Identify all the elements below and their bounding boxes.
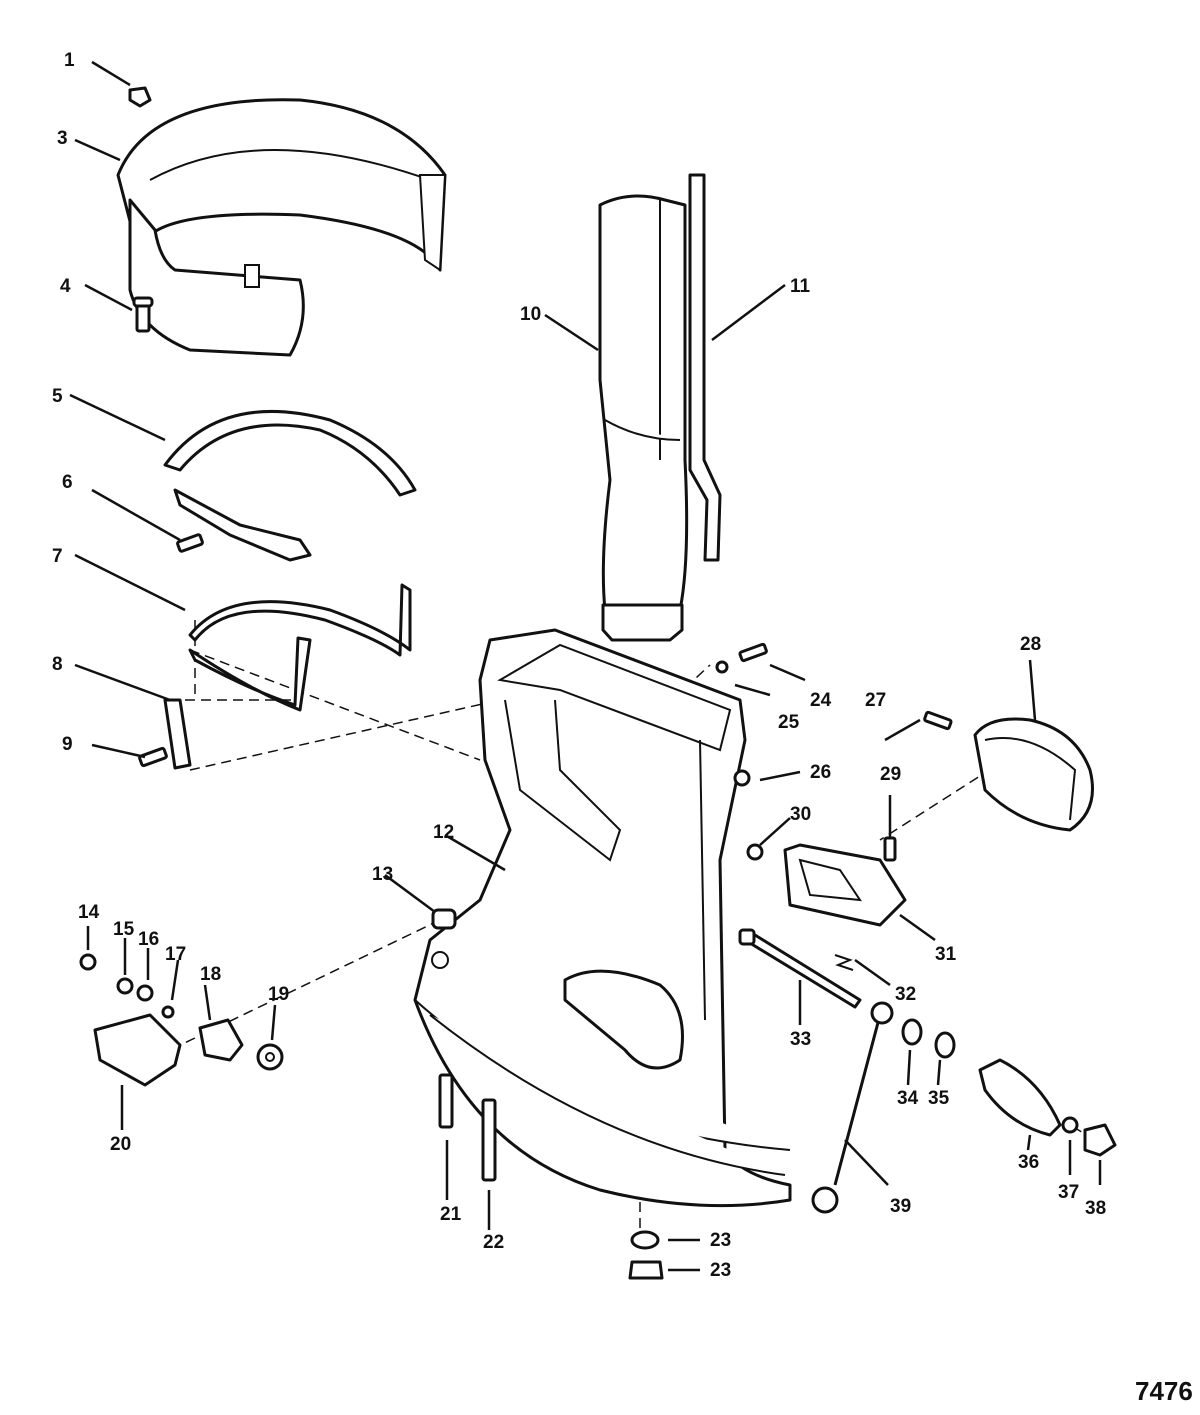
callout-4: 21 — [440, 1204, 462, 1225]
part-33-trim-cover — [783, 843, 907, 927]
callout-16: 25 — [778, 712, 800, 733]
callout-5: 22 — [483, 1232, 504, 1253]
callout-19: 1 — [64, 50, 75, 71]
part-20-seal — [188, 583, 412, 712]
part-18-screw — [132, 296, 154, 333]
part-35-spring — [834, 954, 854, 971]
part-34-screw — [883, 836, 897, 862]
callout-11: 16 — [138, 929, 159, 950]
part-19-nut — [128, 86, 152, 108]
callout-10: 17 — [165, 944, 186, 965]
part-11-nut — [136, 984, 154, 1002]
callout-25: 11 — [790, 276, 811, 297]
callout-22: 8 — [52, 654, 63, 675]
part-25-shift-rod — [688, 173, 722, 562]
part-3-plug — [431, 908, 457, 930]
part-15-screw — [738, 642, 768, 663]
callout-23-lower: 9 — [62, 734, 73, 755]
part-4-stud — [438, 1073, 454, 1129]
part-23-screw-lower — [138, 746, 168, 768]
callout-28: 33 — [790, 1029, 811, 1050]
callout-18: 4 — [60, 276, 71, 297]
part-16-washer — [715, 660, 729, 674]
callout-29: 34 — [897, 1088, 919, 1109]
callout-6: 23 — [710, 1230, 731, 1251]
callout-36: 28 — [1020, 634, 1041, 655]
part-5-stud — [481, 1098, 497, 1182]
part-26-nut — [733, 769, 751, 787]
part-10-washer — [161, 1005, 175, 1019]
callout-34: 29 — [880, 764, 901, 785]
callout-24: 10 — [520, 304, 541, 325]
leader-lines — [69, 60, 1102, 1272]
callout-21: 5 — [52, 386, 63, 407]
part-37-screw — [923, 710, 953, 731]
callout-7: 23 — [710, 1260, 731, 1281]
callout-33: 31 — [935, 944, 957, 965]
part-39-ground-strap — [811, 1001, 894, 1214]
callout-17: 3 — [57, 128, 68, 149]
part-29-washer — [901, 1018, 923, 1046]
part-7-nut — [628, 1260, 664, 1280]
part-13-nut — [79, 953, 97, 971]
callout-14: 20 — [110, 1134, 131, 1155]
part-32-nut — [1083, 1123, 1117, 1157]
callout-15: 24 — [810, 690, 832, 711]
callout-1: 12 — [433, 822, 454, 843]
callout-3: 13 — [372, 864, 393, 885]
callout-13: 14 — [78, 902, 100, 923]
callout-32: 38 — [1085, 1198, 1106, 1219]
callout-12: 15 — [113, 919, 135, 940]
part-27-anode — [978, 1058, 1062, 1137]
part-38-nut — [746, 843, 764, 861]
part-24-exhaust-tube — [598, 194, 689, 642]
figure-number: 7476 — [1135, 1376, 1193, 1406]
part-21-seal-strip — [163, 409, 417, 562]
part-30-washer — [934, 1031, 956, 1059]
part-36-cover — [973, 717, 1094, 832]
callout-20: 7 — [52, 546, 63, 567]
part-14-connector — [93, 1013, 182, 1087]
part-31-washer — [1061, 1116, 1079, 1134]
callout-23-upper: 6 — [62, 472, 73, 493]
callout-37: 27 — [865, 690, 886, 711]
callout-9: 19 — [268, 984, 289, 1005]
callout-30: 35 — [928, 1088, 950, 1109]
part-23-screw-upper — [176, 533, 204, 553]
part-28-bolt — [738, 928, 862, 1009]
callout-labels: 1 3 4 5 6 7 8 9 10 11 12 13 14 15 16 17 … — [52, 50, 1106, 1281]
callout-38: 30 — [790, 804, 811, 825]
callout-8: 18 — [200, 964, 221, 985]
callout-39: 39 — [890, 1196, 911, 1217]
part-12-washer — [116, 977, 134, 995]
part-6-washer — [630, 1230, 660, 1250]
part-22-clip — [163, 698, 192, 770]
callout-31: 37 — [1058, 1182, 1079, 1203]
callout-26: 26 — [810, 762, 831, 783]
part-17-upper-cowl-chap — [116, 98, 447, 357]
callout-35: 32 — [895, 984, 916, 1005]
part-9-grommet — [256, 1043, 284, 1071]
callout-27: 36 — [1018, 1152, 1039, 1173]
part-1-driveshaft-housing — [413, 628, 792, 1208]
part-8-trim-sender — [198, 1018, 244, 1062]
